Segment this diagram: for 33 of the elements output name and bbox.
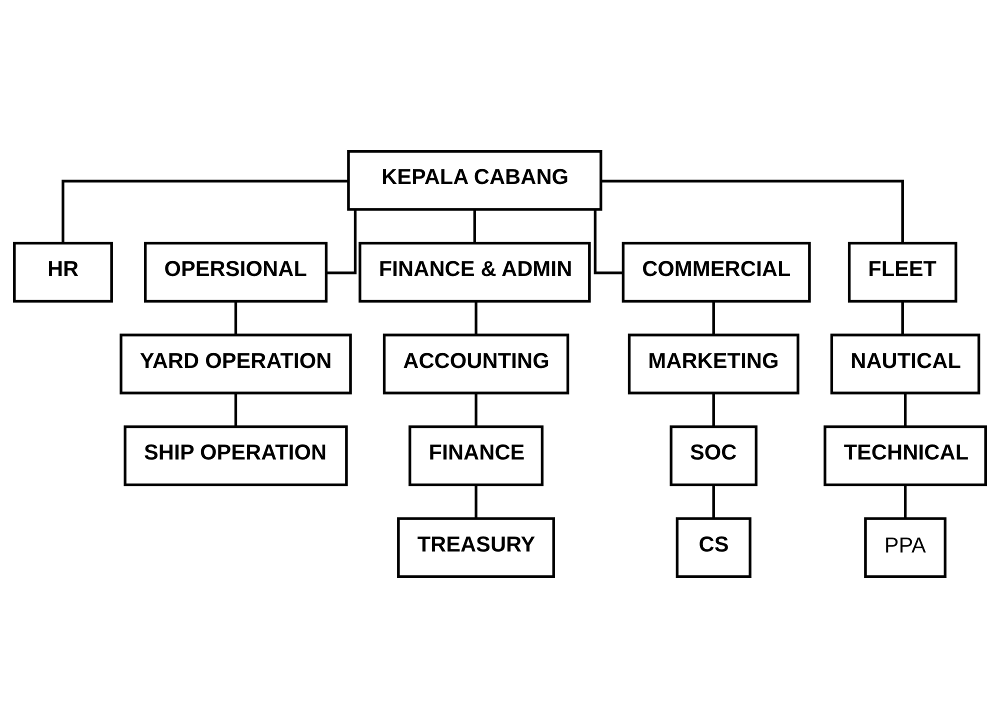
node-box: FINANCE xyxy=(408,425,544,486)
node-box: TECHNICAL xyxy=(824,425,987,486)
node-box: ACCOUNTING xyxy=(382,334,570,394)
connector xyxy=(712,301,715,335)
connector xyxy=(904,393,907,427)
connector xyxy=(594,210,623,274)
node-box: COMMERCIAL xyxy=(622,242,811,303)
connector xyxy=(474,484,478,518)
node-box: CS xyxy=(676,517,752,578)
node-box: PPA xyxy=(864,517,946,578)
node-box: SHIP OPERATION xyxy=(124,425,348,486)
connector xyxy=(904,484,907,518)
node-box: KEPALA CABANG xyxy=(347,150,602,211)
node-box: YARD OPERATION xyxy=(120,334,352,394)
node-box: FINANCE & ADMIN xyxy=(358,242,591,303)
connector xyxy=(326,210,357,274)
node-box: NAUTICAL xyxy=(830,334,980,394)
connector xyxy=(234,393,238,427)
connector xyxy=(712,484,715,518)
connector xyxy=(474,393,478,427)
node-box: OPERSIONAL xyxy=(144,242,328,303)
connector xyxy=(474,301,478,335)
connector xyxy=(234,301,238,335)
node-box: FLEET xyxy=(848,242,958,303)
connector xyxy=(62,180,348,243)
connector xyxy=(712,393,715,427)
node-box: MARKETING xyxy=(628,334,800,394)
node-box: SOC xyxy=(670,425,758,486)
connector xyxy=(473,209,476,244)
connector xyxy=(901,301,904,335)
node-box: HR xyxy=(13,242,113,303)
node-box: TREASURY xyxy=(397,517,555,578)
connector xyxy=(601,180,904,243)
